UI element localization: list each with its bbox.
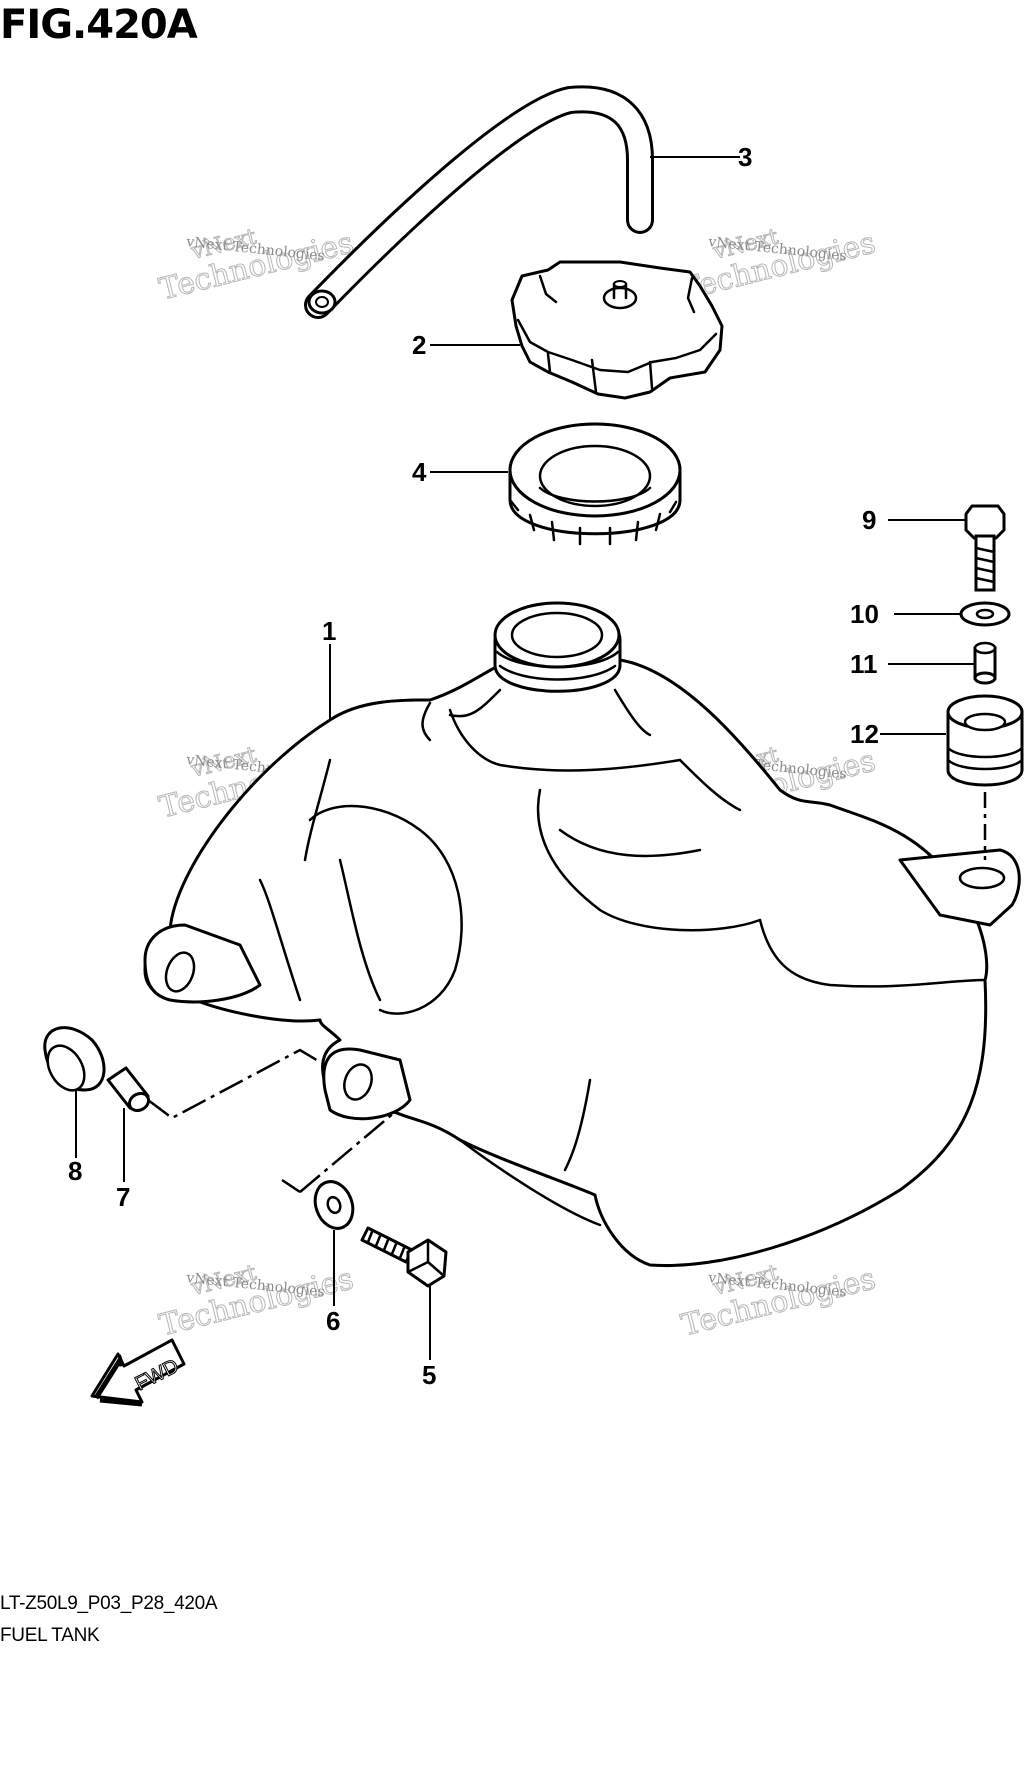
callout-11: 11	[850, 649, 878, 679]
callout-9: 9	[862, 505, 876, 535]
callout-6: 6	[326, 1306, 340, 1336]
part-7-collar	[106, 1066, 151, 1113]
callout-4: 4	[412, 457, 427, 487]
part-6-washer	[313, 1180, 355, 1230]
part-5-bolt	[360, 1226, 448, 1288]
figure-footer: LT-Z50L9_P03_P28_420A FUEL TANK	[0, 1588, 218, 1652]
part-12-grommet	[946, 694, 1024, 787]
part-4-cap-gasket	[508, 422, 682, 546]
forward-direction-arrow: FWD	[90, 1338, 186, 1407]
callout-8: 8	[68, 1156, 82, 1186]
figure-title: FIG.420A	[0, 2, 198, 48]
callout-12: 12	[850, 719, 879, 749]
callout-numbers: 3 2 4 1 9 10 11 12 8 7 6 5	[68, 142, 879, 1390]
part-1-fuel-tank	[143, 601, 1021, 1268]
callout-1: 1	[322, 616, 336, 646]
callout-7: 7	[116, 1182, 130, 1212]
diagram-code: LT-Z50L9_P03_P28_420A	[0, 1593, 218, 1614]
lower-mount-axis-line	[281, 1111, 396, 1194]
part-2-fuel-cap	[510, 260, 724, 400]
front-mount-axis-line	[147, 1048, 321, 1120]
callout-3: 3	[738, 142, 752, 172]
part-10-washer	[959, 601, 1011, 627]
callout-5: 5	[422, 1360, 436, 1390]
part-3-breather-hose	[304, 85, 654, 319]
diagram-name: FUEL TANK	[0, 1625, 100, 1646]
leader-lines	[75, 156, 974, 1360]
callout-2: 2	[412, 330, 426, 360]
callout-10: 10	[850, 599, 879, 629]
part-11-collar	[973, 641, 997, 685]
part-9-bolt	[964, 504, 1006, 592]
part-8-grommet	[43, 1026, 106, 1092]
